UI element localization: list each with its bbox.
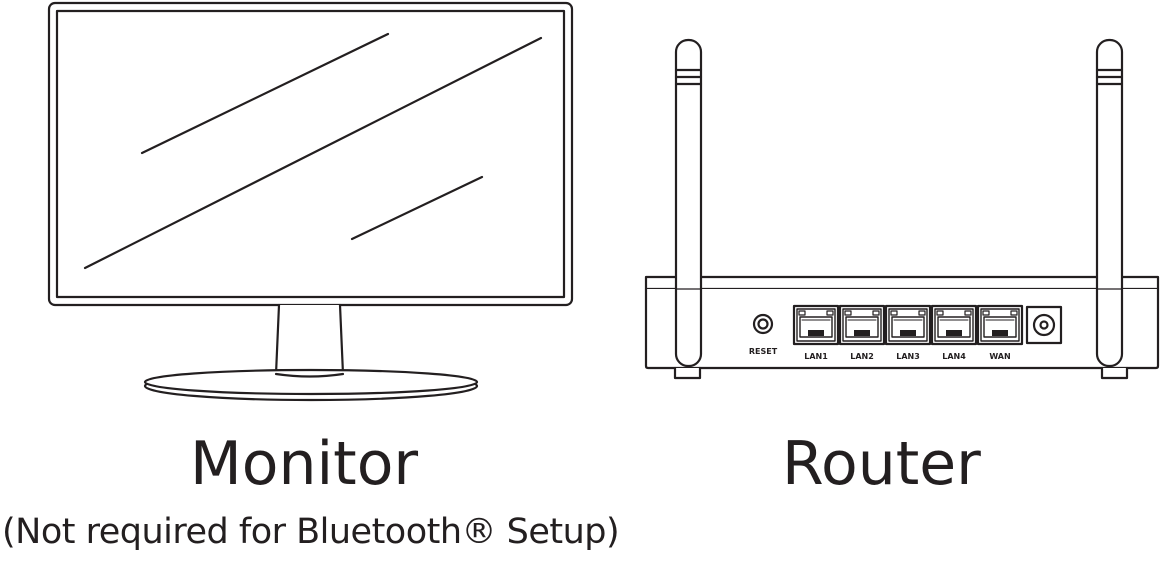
router-foot-left: [673, 366, 702, 380]
monitor-stand-neck: [274, 303, 345, 376]
reset-label: RESET: [749, 347, 778, 356]
reset-button-illustration: [752, 313, 774, 335]
router-top-lid: [644, 275, 1160, 291]
port-label-lan2: LAN2: [850, 352, 874, 361]
router-port-labels: LAN1 LAN2 LAN3 LAN4 WAN: [804, 352, 1010, 361]
router-ports: [792, 304, 1024, 346]
monitor-illustration: [47, 1, 574, 402]
antenna-right: [1095, 38, 1124, 368]
port-wan: [976, 304, 1024, 346]
port-label-wan: WAN: [989, 352, 1010, 361]
power-jack-illustration: [1025, 305, 1063, 345]
router-label: Router: [782, 429, 981, 499]
port-label-lan1: LAN1: [804, 352, 828, 361]
monitor-note: (Not required for Bluetooth® Setup): [2, 512, 620, 552]
router-foot-right: [1100, 366, 1129, 380]
antenna-left: [674, 38, 703, 368]
port-lan1: [792, 304, 840, 346]
screen-glare-line: [83, 36, 543, 270]
port-lan4: [930, 304, 978, 346]
monitor-label: Monitor: [190, 429, 419, 499]
port-label-lan4: LAN4: [942, 352, 966, 361]
port-lan2: [838, 304, 886, 346]
router-illustration: [644, 38, 1160, 380]
port-lan3: [884, 304, 932, 346]
screen-glare-line: [140, 32, 390, 155]
port-label-lan3: LAN3: [896, 352, 920, 361]
monitor-stand-base: [143, 368, 479, 396]
screen-glare-line: [350, 175, 484, 241]
